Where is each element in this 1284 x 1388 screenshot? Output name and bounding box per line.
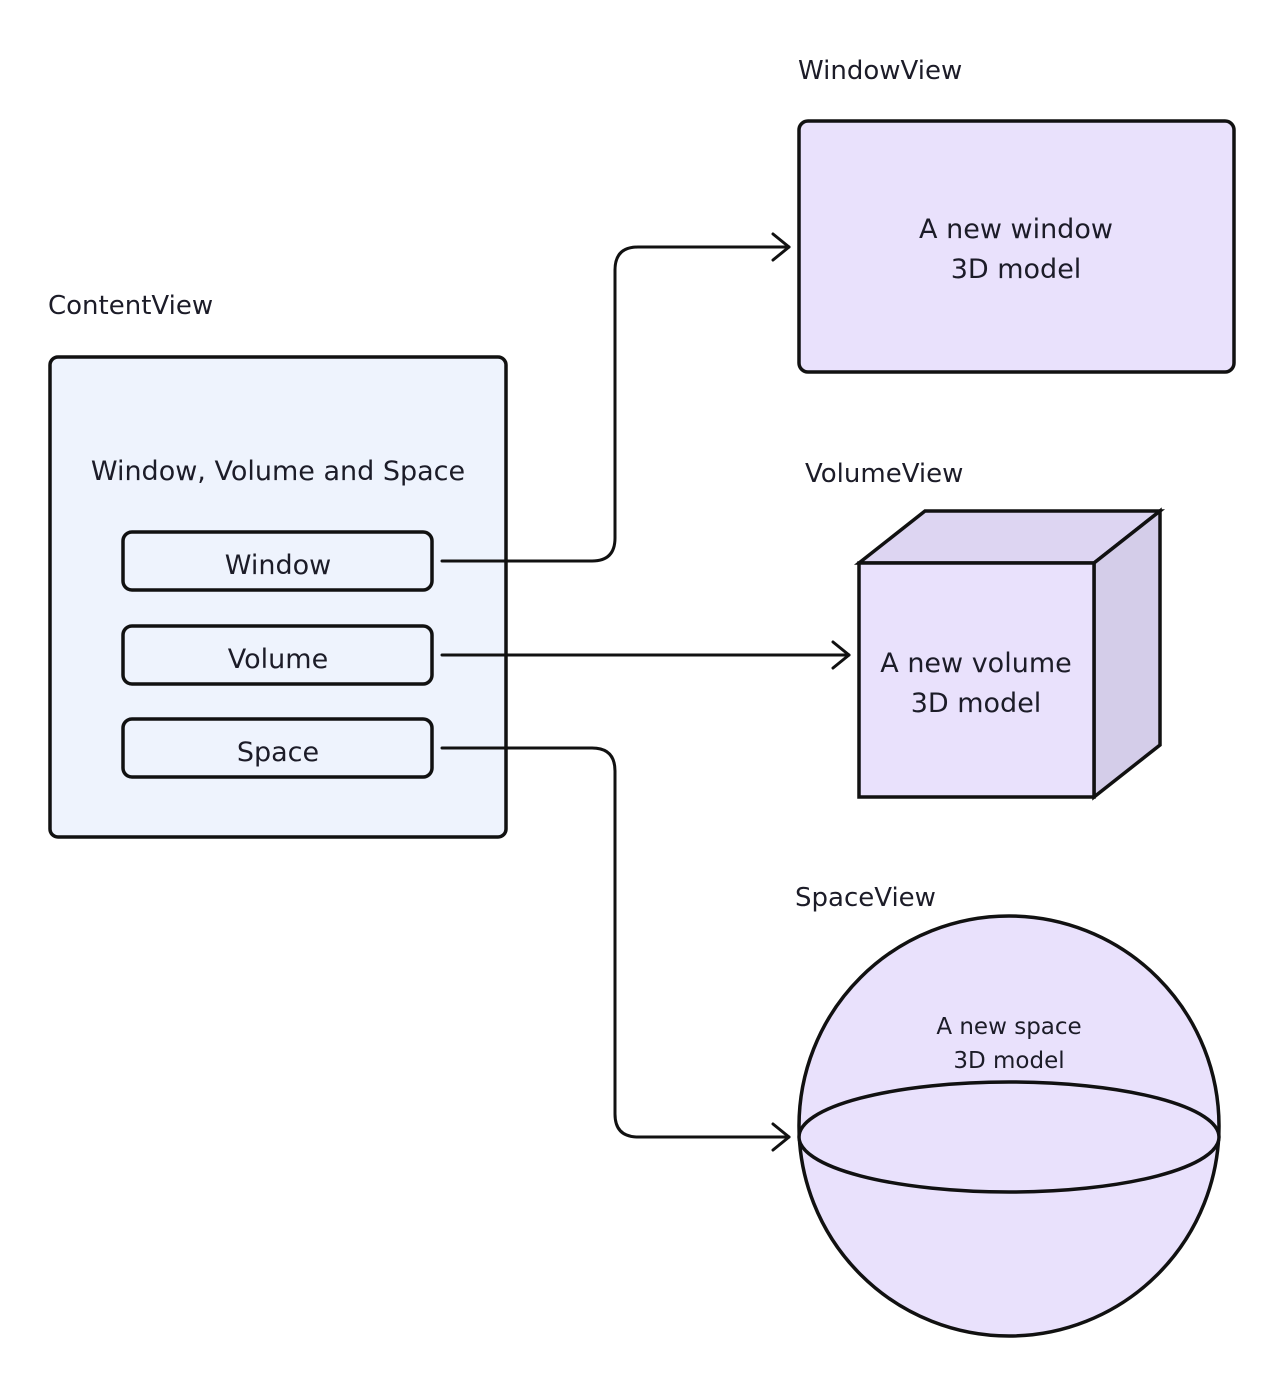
content-view-panel <box>48 355 508 839</box>
window-connector-arrow <box>440 232 791 563</box>
space-connector-arrow <box>440 746 791 1152</box>
cube-front-face <box>857 561 1096 799</box>
space-model-line2: 3D model <box>953 1048 1064 1074</box>
space-button-label: Space <box>237 737 319 768</box>
volume-model-cube <box>853 507 1166 801</box>
volume-button[interactable]: Volume <box>121 624 434 686</box>
window-view-title: WindowView <box>798 56 962 86</box>
space-button-frame[interactable] <box>121 717 434 779</box>
space-button[interactable]: Space <box>121 717 434 779</box>
volume-model-line1: A new volume <box>880 648 1071 679</box>
sphere-equator <box>797 1080 1221 1194</box>
window-button-label: Window <box>225 550 331 581</box>
window-model-line1: A new window <box>919 214 1113 245</box>
cube-side-face <box>1092 507 1162 801</box>
content-view-title: ContentView <box>48 291 213 321</box>
space-model-sphere <box>797 914 1221 1338</box>
space-model-line1: A new space <box>936 1014 1081 1040</box>
space-view-title: SpaceView <box>795 883 936 913</box>
content-view-heading: Window, Volume and Space <box>91 456 465 487</box>
window-button[interactable]: Window <box>121 530 434 592</box>
volume-button-frame[interactable] <box>121 624 434 686</box>
window-model-line2: 3D model <box>951 254 1082 285</box>
volume-model-line2: 3D model <box>911 688 1042 719</box>
volume-view-title: VolumeView <box>805 459 963 489</box>
volume-button-label: Volume <box>228 644 328 675</box>
window-button-frame[interactable] <box>121 530 434 592</box>
window-model-box <box>797 119 1236 374</box>
